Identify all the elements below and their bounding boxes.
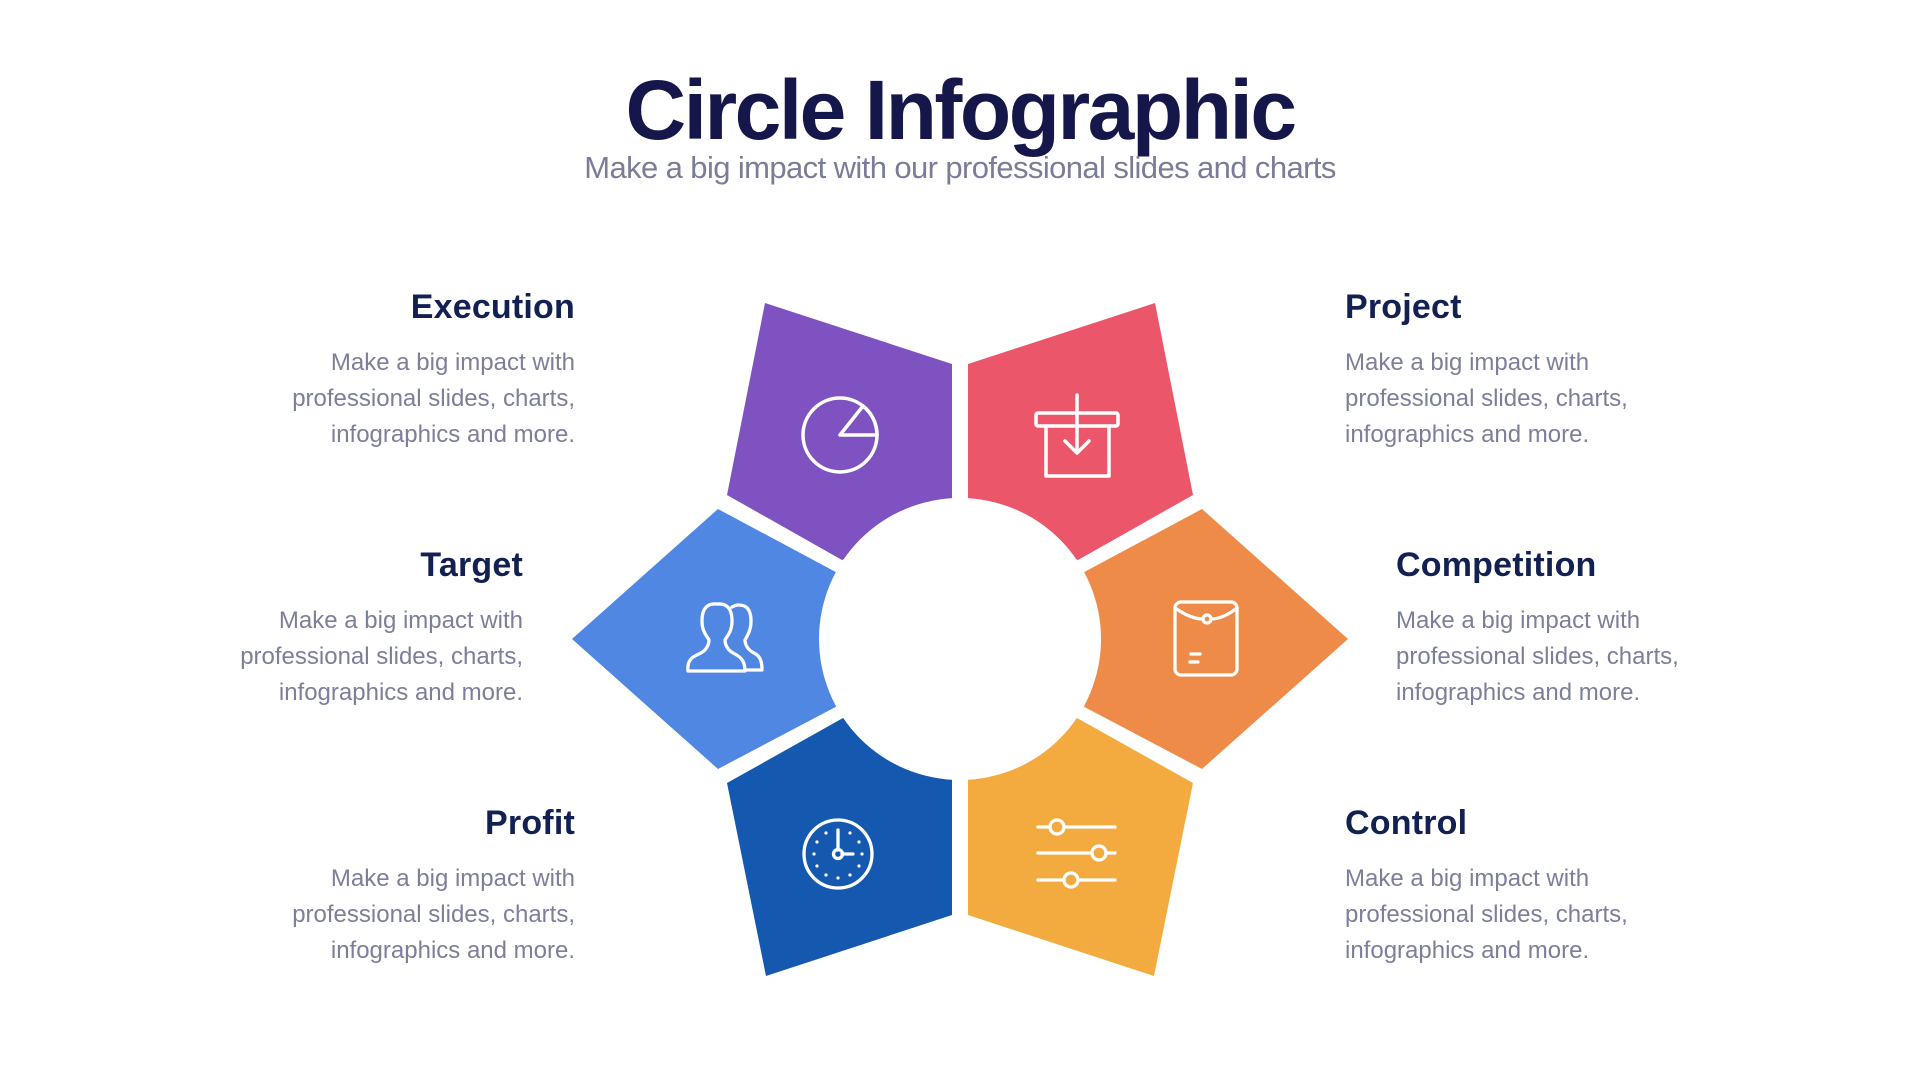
sliders-icon [1036,818,1117,889]
item-execution: Execution Make a big impact with profess… [215,287,575,453]
page-title: Circle Infographic [625,63,1297,157]
page-subtitle: Make a big impact with our professional … [584,150,1336,185]
pie-chart-icon [801,396,879,474]
item-description: Make a big impact with professional slid… [1396,607,1679,706]
segment-competition[interactable] [1075,509,1348,769]
segment-execution[interactable] [727,303,952,560]
clock-icon [802,818,874,890]
item-title: Profit [485,804,575,842]
item-description: Make a big impact with professional slid… [292,865,575,964]
item-profit: Profit Make a big impact with profession… [215,803,575,969]
item-description: Make a big impact with professional slid… [1345,349,1628,448]
segment-project[interactable] [968,303,1193,560]
item-description: Make a big impact with professional slid… [240,607,523,706]
item-title: Target [420,546,523,584]
item-title: Project [1345,288,1462,326]
item-control: Control Make a big impact with professio… [1345,803,1705,969]
item-title: Competition [1396,546,1597,584]
item-description: Make a big impact with professional slid… [292,349,575,448]
item-title: Execution [410,288,575,326]
item-target: Target Make a big impact with profession… [163,545,523,711]
item-description: Make a big impact with professional slid… [1345,865,1628,964]
envelope-icon [1173,600,1239,677]
segment-control[interactable] [968,718,1193,976]
box-download-icon [1034,393,1120,478]
item-project: Project Make a big impact with professio… [1345,287,1705,453]
item-competition: Competition Make a big impact with profe… [1396,545,1756,711]
users-icon [686,602,764,673]
item-title: Control [1345,804,1468,842]
